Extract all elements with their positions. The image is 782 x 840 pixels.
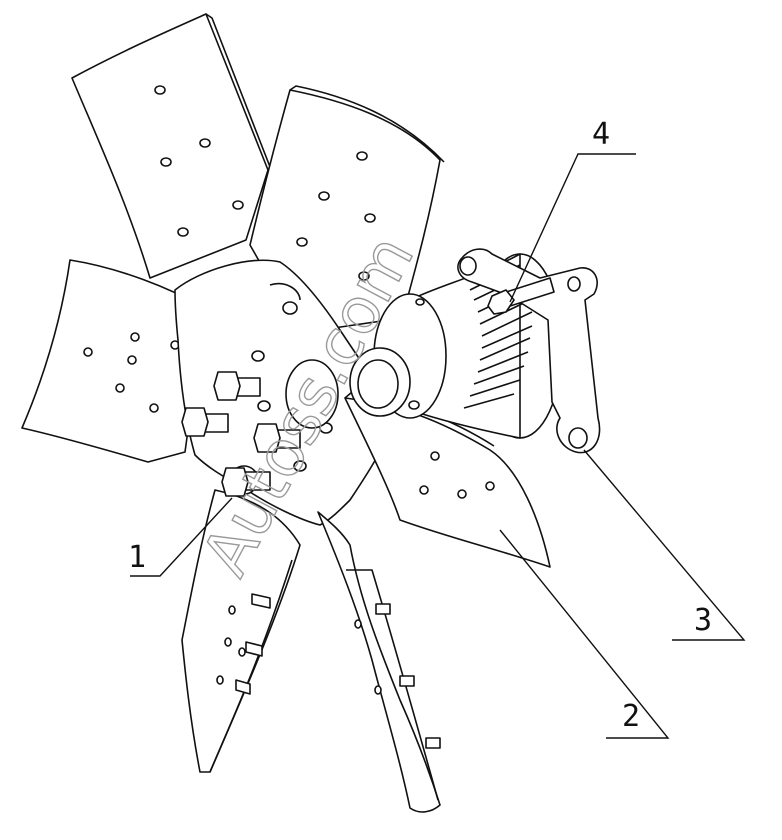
callout-1[interactable]: 1	[128, 540, 146, 575]
mounting-bracket[interactable]	[457, 248, 601, 454]
fan-hub-plate	[174, 259, 396, 526]
fan-blade-upper-right	[249, 85, 445, 331]
fan-blade-lower	[317, 511, 441, 813]
leader-line-1	[130, 497, 233, 577]
hub-bolt	[221, 465, 271, 497]
fan-blade-lower-left	[181, 489, 301, 773]
fan-blade-upper-left	[71, 13, 273, 279]
leader-line-2	[499, 529, 670, 739]
callout-2[interactable]: 2	[622, 699, 640, 734]
leader-line-3	[583, 449, 746, 641]
leader-line-4	[509, 153, 636, 303]
callout-3[interactable]: 3	[694, 603, 712, 638]
hub-bolt-group[interactable]	[181, 371, 301, 497]
hub-bolt	[213, 371, 261, 401]
bracket-bolt[interactable]	[487, 277, 555, 315]
hub-bolt	[253, 423, 301, 453]
hub-bolt	[181, 407, 229, 437]
callout-4[interactable]: 4	[592, 117, 610, 152]
